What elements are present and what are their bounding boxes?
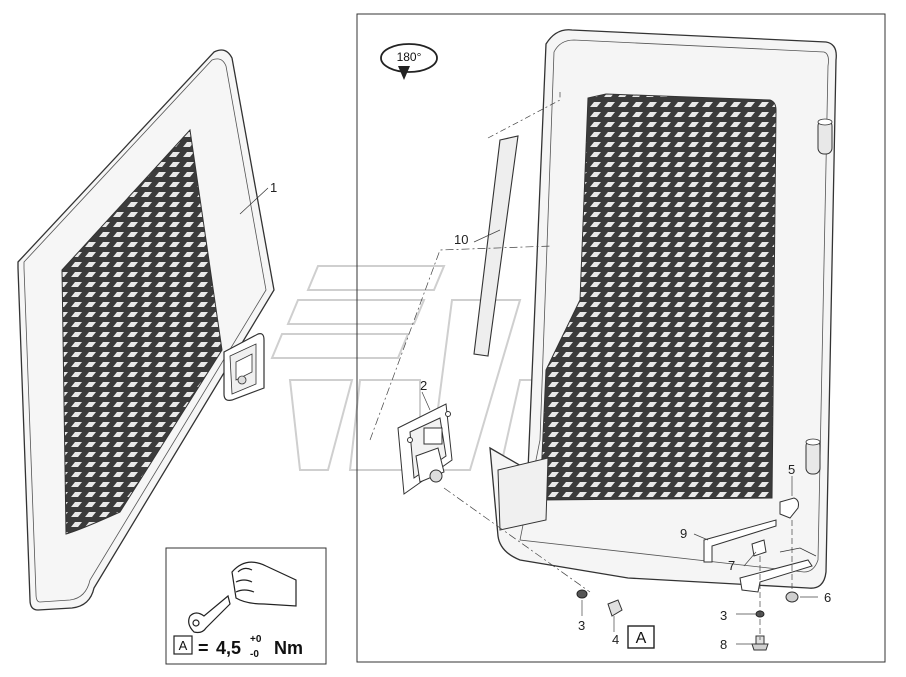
nut-part-6 xyxy=(785,591,799,603)
torque-tol-minus: -0 xyxy=(250,649,259,660)
callout-6: 6 xyxy=(824,590,831,605)
callout-5: 5 xyxy=(788,462,795,477)
clip-part-7 xyxy=(751,539,767,557)
callout-1: 1 xyxy=(270,180,277,195)
torque-equals: = xyxy=(198,638,209,658)
hand-wrench-icon xyxy=(188,561,297,634)
rod-part-9 xyxy=(703,519,777,563)
torque-letter: A xyxy=(179,638,188,653)
callout-3-right: 3 xyxy=(720,608,727,623)
screw-part-8 xyxy=(751,635,769,651)
callout-3-left: 3 xyxy=(578,618,585,633)
torque-unit: Nm xyxy=(274,638,303,658)
hinge-pin-part-5 xyxy=(779,497,799,519)
callout-10: 10 xyxy=(454,232,468,247)
latch-assembly xyxy=(397,403,453,495)
door-panel-inner xyxy=(489,29,837,589)
nut-part-3 xyxy=(576,589,588,599)
detail-ref-box: A xyxy=(627,625,655,649)
door-hinge-top xyxy=(817,118,833,155)
callout-9: 9 xyxy=(680,526,687,541)
door-hinge-bottom xyxy=(805,438,821,475)
detail-frame xyxy=(356,13,886,663)
rotation-180-symbol xyxy=(380,43,438,80)
cap-nut-part-4 xyxy=(607,599,623,617)
torque-value: 4,5 xyxy=(216,638,241,658)
detail-ref-letter: A xyxy=(636,630,647,647)
seal-strip xyxy=(473,135,519,357)
side-panel-mesh xyxy=(61,128,223,535)
leader-lines xyxy=(421,229,818,645)
torque-tol-plus: +0 xyxy=(250,634,262,645)
rotation-label: 180° xyxy=(397,50,422,64)
callout-4: 4 xyxy=(612,632,619,647)
callout-7: 7 xyxy=(728,558,735,573)
callout-2: 2 xyxy=(420,378,427,393)
lower-bracket xyxy=(739,547,817,593)
panel-latch-handle xyxy=(223,333,265,401)
torque-spec: A = 4,5 +0 -0 Nm xyxy=(173,634,303,660)
torque-inset xyxy=(165,547,327,665)
callout-8: 8 xyxy=(720,637,727,652)
side-panel-outer xyxy=(17,49,275,611)
